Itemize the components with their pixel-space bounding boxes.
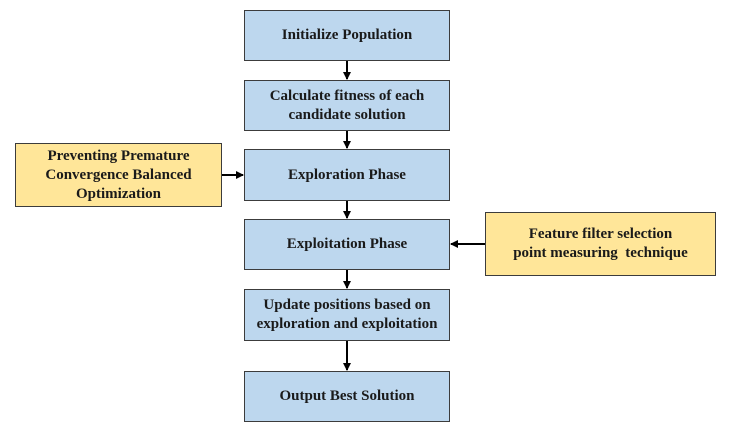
- side-input-premature-convergence: Preventing Premature Convergence Balance…: [15, 143, 222, 207]
- step-exploration-phase: Exploration Phase: [244, 149, 450, 201]
- step-initialize-population: Initialize Population: [244, 10, 450, 61]
- step-label: Exploration Phase: [288, 166, 406, 183]
- step-label: Exploitation Phase: [286, 236, 408, 252]
- side-input-feature-filter: Feature filter selection point measuring…: [485, 212, 716, 276]
- step-label: Calculate fitness of each candidate solu…: [269, 87, 425, 123]
- step-label: Update positions based on exploration an…: [256, 297, 438, 332]
- step-calculate-fitness: Calculate fitness of each candidate solu…: [244, 80, 450, 131]
- step-label: Output Best Solution: [279, 388, 415, 404]
- side-input-label: Preventing Premature Convergence Balance…: [45, 147, 192, 202]
- step-output-best-solution: Output Best Solution: [244, 371, 450, 422]
- side-input-label: Feature filter selection point measuring…: [513, 226, 688, 261]
- step-exploitation-phase: Exploitation Phase: [244, 219, 450, 270]
- step-label: Initialize Population: [281, 27, 413, 43]
- step-update-positions: Update positions based on exploration an…: [244, 289, 450, 341]
